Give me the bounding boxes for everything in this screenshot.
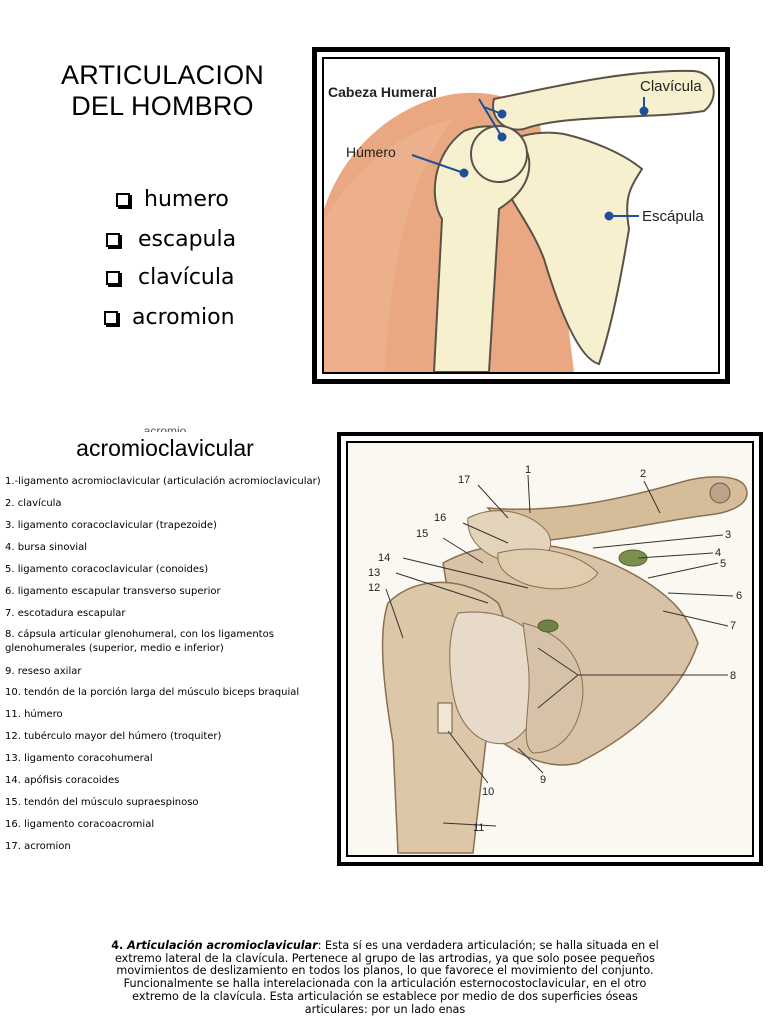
callout-number: 8 <box>730 670 736 682</box>
checkbox-square-icon <box>106 232 120 247</box>
ligament-item: 3. ligamento coracoclavicular (trapezoid… <box>5 520 217 531</box>
checkbox-square-icon <box>116 192 130 207</box>
bullet-label: acromion <box>132 305 235 330</box>
callout-number: 2 <box>640 468 646 480</box>
bullet-label: humero <box>144 187 229 212</box>
ligament-item: 8. cápsula articular glenohumeral, con l… <box>5 629 274 654</box>
clipped-heading-line: acromio <box>143 424 187 432</box>
ligament-item: 16. ligamento coracoacromial <box>5 819 155 830</box>
ligament-item: 6. ligamento escapular transverso superi… <box>5 586 221 597</box>
ligament-item: 12. tubérculo mayor del húmero (troquite… <box>5 731 222 742</box>
ligament-item: 4. bursa sinovial <box>5 542 88 553</box>
bullet-item: escapula <box>106 227 236 252</box>
ligament-item: 7. escotadura escapular <box>5 608 126 619</box>
ligament-illustration-frame: 17 1 2 16 3 15 4 14 5 13 12 6 7 8 10 9 1… <box>337 432 763 866</box>
checkbox-square-icon <box>106 270 120 285</box>
section-heading: acromioclavicular <box>76 435 254 461</box>
callout-number: 3 <box>725 529 731 541</box>
paragraph-lead-title: Articulación acromioclavicular <box>127 940 318 952</box>
description-paragraph: 4. Articulación acromioclavicular: Esta … <box>100 940 670 1024</box>
callout-number: 17 <box>458 474 470 486</box>
callout-number: 15 <box>416 528 428 540</box>
paragraph-number: 4. <box>111 940 128 952</box>
ligament-item: 13. ligamento coracohumeral <box>5 753 153 764</box>
callout-number: 7 <box>730 620 736 632</box>
callout-number: 4 <box>715 547 721 559</box>
callout-number: 14 <box>378 552 390 564</box>
callout-number: 1 <box>525 464 531 476</box>
page-title-line-1: ARTICULACION <box>61 60 264 90</box>
page-title-line-2: DEL HOMBRO <box>71 91 254 121</box>
ligament-item: 1.-ligamento acromioclavicular (articula… <box>5 476 321 487</box>
bullet-item: acromion <box>104 305 235 330</box>
callout-number: 13 <box>368 567 380 579</box>
callout-number: 16 <box>434 512 446 524</box>
label-clavicula: Clavícula <box>640 78 702 95</box>
page-title: ARTICULACION DEL HOMBRO <box>40 60 285 122</box>
bullet-label: escapula <box>138 227 237 252</box>
ligament-item: 2. clavícula <box>5 498 62 509</box>
ligament-item: 15. tendón del músculo supraespinoso <box>5 797 199 808</box>
shoulder-illustration-frame: Cabeza Humeral Clavícula Húmero Escápula <box>312 47 730 384</box>
ligament-item: 10. tendón de la porción larga del múscu… <box>5 687 300 698</box>
callout-number: 6 <box>736 590 742 602</box>
callout-number: 9 <box>540 774 546 786</box>
shoulder-illustration: Cabeza Humeral Clavícula Húmero Escápula <box>324 59 718 372</box>
checkbox-square-icon <box>104 310 118 325</box>
bullet-label: clavícula <box>138 265 235 290</box>
bullet-item: humero <box>116 187 229 212</box>
ligament-item: 9. reseso axilar <box>5 666 82 677</box>
callout-number: 11 <box>473 822 484 834</box>
label-escapula: Escápula <box>642 208 704 225</box>
ligament-item: 5. ligamento coracoclavicular (conoides) <box>5 564 209 575</box>
label-cabeza-humeral: Cabeza Humeral <box>328 84 437 100</box>
bullet-item: clavícula <box>106 265 234 290</box>
ligament-item: 17. acromion <box>5 841 71 852</box>
callout-number: 10 <box>482 786 494 798</box>
callout-number: 5 <box>720 558 726 570</box>
ligament-illustration: 17 1 2 16 3 15 4 14 5 13 12 6 7 8 10 9 1… <box>348 443 752 855</box>
ligament-item: 14. apófisis coracoides <box>5 775 120 786</box>
callout-number: 12 <box>368 582 380 594</box>
ligament-item: 11. húmero <box>5 709 63 720</box>
label-humero: Húmero <box>346 144 396 160</box>
paragraph-body: : Esta sí es una verdadera articulación;… <box>115 940 659 1016</box>
